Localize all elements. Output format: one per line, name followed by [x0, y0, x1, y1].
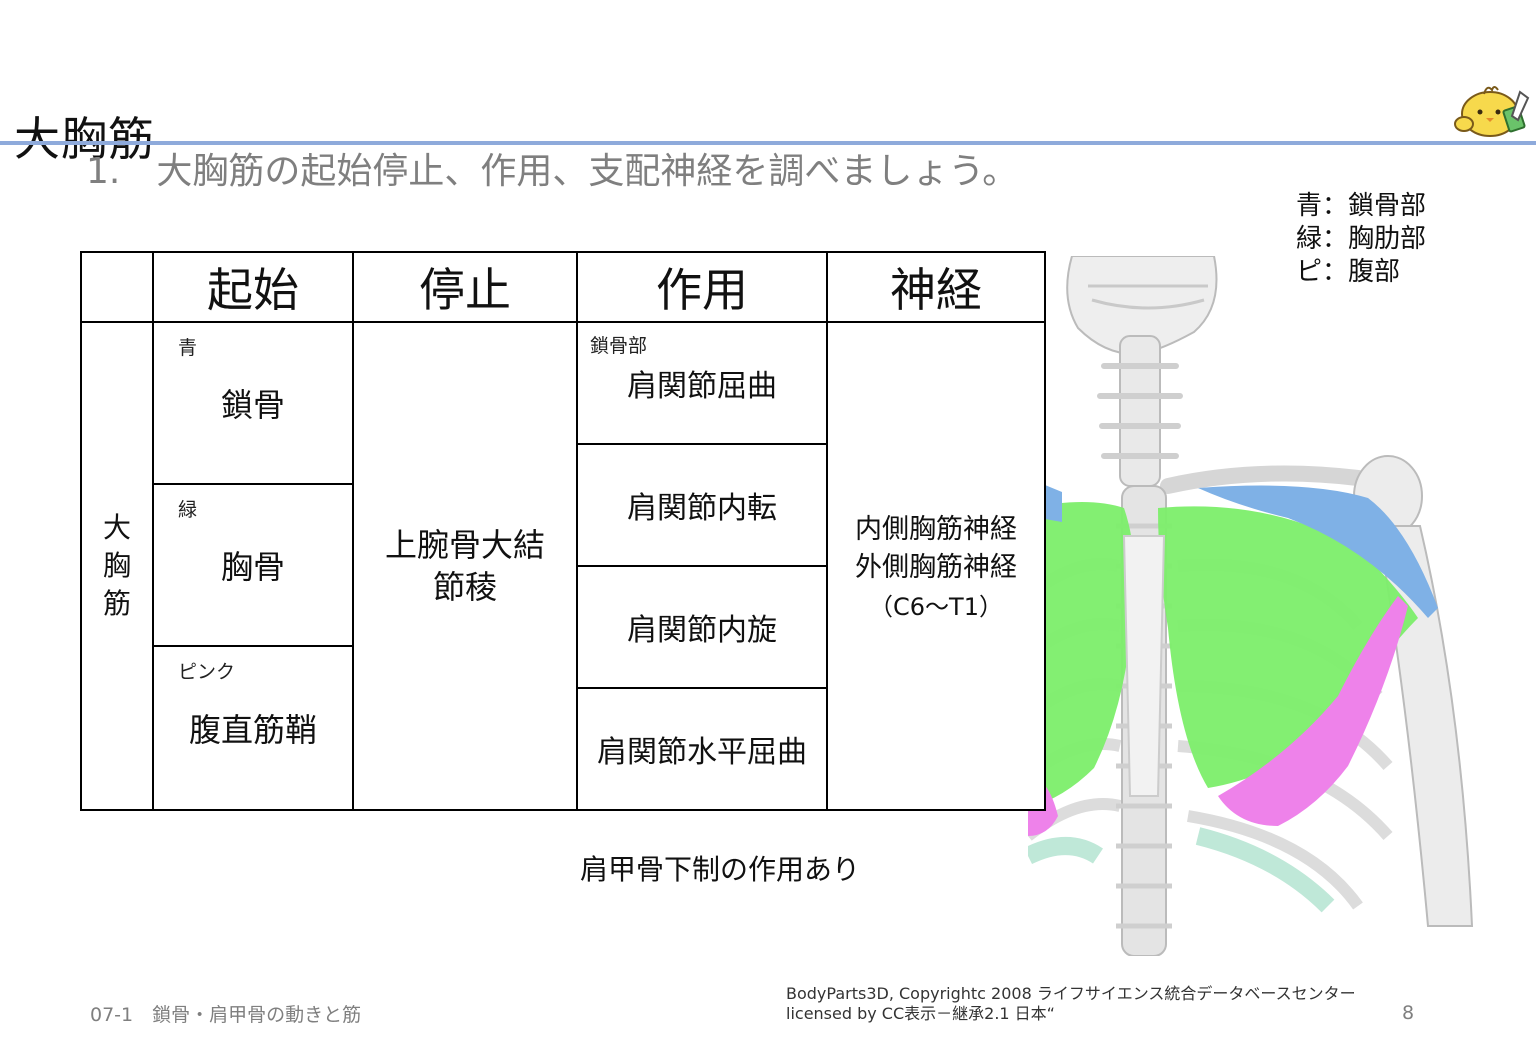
action-value: 肩関節内旋: [627, 613, 777, 648]
table-row: 肩関節内旋: [81, 565, 1045, 689]
origin-value: 腹直筋鞘: [188, 711, 317, 749]
insertion-cell: 上腕骨大結節稜: [352, 321, 578, 811]
origin-value: 鎖骨: [220, 386, 285, 424]
origin-tag: 青: [178, 337, 198, 359]
action-cell-adduction: 肩関節内転: [576, 443, 828, 567]
table-row: ピンク 腹直筋鞘: [81, 645, 1045, 811]
nerve-line-segments: （C6～T1）: [869, 592, 1003, 621]
table-corner-cell: [80, 251, 154, 323]
origin-value: 胸骨: [220, 548, 285, 586]
action-cell-flexion: 鎖骨部 肩関節屈曲: [576, 321, 828, 445]
chick-mascot-icon: [1454, 86, 1530, 137]
origin-tag: 緑: [178, 499, 198, 521]
color-legend: 青：鎖骨部 緑：胸肋部 ピ：腹部: [1296, 190, 1426, 289]
origin-cell-rectus-sheath: ピンク 腹直筋鞘: [152, 645, 354, 811]
header-origin: 起始: [152, 251, 354, 323]
image-credit: BodyParts3D, Copyrightc 2008 ライフサイエンス統合デ…: [786, 984, 1356, 1024]
legend-item-blue: 青：鎖骨部: [1296, 191, 1427, 221]
credit-line-1: BodyParts3D, Copyrightc 2008 ライフサイエンス統合デ…: [786, 984, 1356, 1003]
page-number: 8: [1402, 1002, 1415, 1024]
table-header-row: 起始 停止 作用 神経: [80, 251, 1046, 323]
question-text: 1. 大胸筋の起始停止、作用、支配神経を調べましょう。: [86, 151, 1019, 192]
action-value: 肩関節内転: [627, 491, 777, 526]
header-insertion: 停止: [352, 251, 578, 323]
nerve-line-medial: 内側胸筋神経: [855, 513, 1017, 545]
page-title: 大胸筋: [14, 111, 155, 166]
action-cell-horizontal-flexion: 肩関節水平屈曲: [576, 687, 828, 811]
note-text: 肩甲骨下制の作用あり: [580, 853, 861, 886]
row-label-muscle: 大胸筋: [80, 321, 154, 811]
nerve-line-lateral: 外側胸筋神経: [855, 551, 1017, 583]
legend-item-pink: ピ：腹部: [1296, 257, 1401, 287]
table-row: 肩関節内転: [81, 443, 1045, 567]
table-row: 緑 胸骨: [81, 483, 1045, 647]
nerve-cell: 内側胸筋神経 外側胸筋神経 （C6～T1）: [826, 321, 1046, 811]
credit-line-2: licensed by CC表示－継承2.1 日本“: [786, 1004, 1055, 1023]
action-tag: 鎖骨部: [590, 335, 648, 357]
muscle-table: 起始 停止 作用 神経 大胸筋 青 鎖骨 上腕骨大結節稜 鎖骨部 肩関節屈曲 内…: [80, 251, 1046, 811]
action-value: 肩関節屈曲: [627, 369, 777, 404]
title-underline: [0, 141, 1536, 145]
origin-cell-clavicle: 青 鎖骨: [152, 321, 354, 485]
header-action: 作用: [576, 251, 828, 323]
insertion-value: 上腕骨大結節稜: [375, 526, 555, 606]
footer-section-title: 07-1 鎖骨・肩甲骨の動きと筋: [90, 1004, 362, 1026]
skeleton-chest-illustration: [1028, 256, 1474, 956]
insertion-text: 上腕骨大結節稜: [384, 526, 545, 606]
legend-item-green: 緑：胸肋部: [1296, 224, 1427, 254]
muscle-name-vertical: 大胸筋: [102, 511, 131, 620]
action-value: 肩関節水平屈曲: [597, 735, 807, 770]
header-nerve: 神経: [826, 251, 1046, 323]
origin-cell-sternum: 緑 胸骨: [152, 483, 354, 647]
action-cell-internal-rotation: 肩関節内旋: [576, 565, 828, 689]
origin-tag: ピンク: [178, 661, 236, 683]
